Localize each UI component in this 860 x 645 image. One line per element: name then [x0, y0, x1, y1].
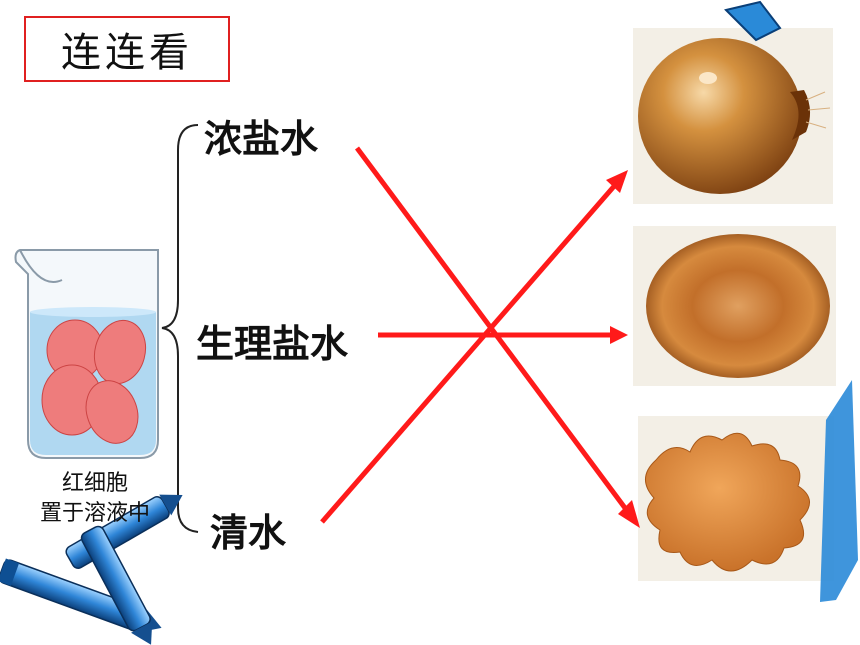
decoration-top	[724, 0, 782, 42]
title-text: 连连看	[61, 30, 193, 76]
normal-cell-icon	[646, 234, 830, 378]
shrunken-cell-icon	[645, 432, 810, 572]
arrow-head-physiological	[610, 326, 628, 344]
beaker-caption-line1: 红细胞	[61, 471, 128, 496]
swollen-cell-icon	[638, 38, 831, 194]
label-concentrated: 浓盐水	[204, 117, 319, 161]
arrow-concentrated	[354, 146, 631, 514]
arrow-water	[320, 182, 618, 524]
arrow-head-water	[606, 170, 628, 193]
title-box: 连连看	[24, 16, 230, 82]
beaker-caption-line2: 置于溶液中	[39, 501, 150, 526]
brace	[161, 124, 199, 533]
label-physiological: 生理盐水	[196, 322, 349, 366]
beaker-icon	[14, 249, 159, 459]
arrow-head-concentrated	[618, 500, 640, 528]
connection-arrows	[320, 146, 640, 528]
crayons-icon	[0, 494, 183, 645]
label-water: 清水	[210, 511, 287, 555]
decoration-edge	[820, 380, 858, 602]
